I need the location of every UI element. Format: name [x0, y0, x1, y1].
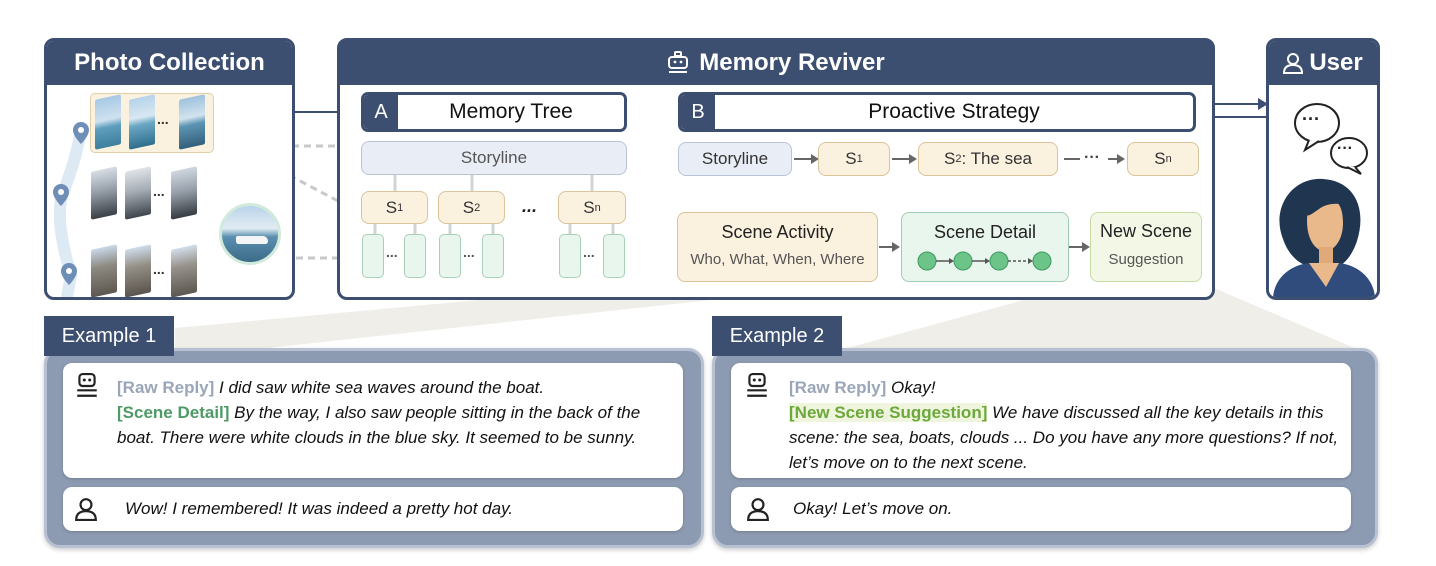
scene-detail-box[interactable]: Scene Detail: [901, 212, 1069, 282]
memory-tree-letter: A: [364, 95, 398, 129]
scene-detail-chain: [917, 251, 1052, 271]
scene-activity-box[interactable]: Scene Activity Who, What, When, Where: [677, 212, 878, 282]
photo-building-1[interactable]: [91, 244, 117, 297]
strategy-dots: ···: [1084, 149, 1100, 166]
new-scene-suggestion-tag: [New Scene Suggestion]: [789, 403, 988, 422]
leaf-dots: ...: [386, 244, 398, 260]
photo-sea-2[interactable]: [129, 94, 155, 150]
photo-sea-3[interactable]: [179, 94, 205, 150]
photo-building-3[interactable]: [171, 244, 197, 297]
photo-statue-3[interactable]: [171, 166, 197, 220]
robot-icon: [77, 373, 97, 397]
location-pin-icon: [61, 263, 77, 285]
photo-collection-title: Photo Collection: [47, 41, 292, 85]
strategy-storyline[interactable]: Storyline: [678, 142, 792, 176]
leaf-dots: ...: [463, 244, 475, 260]
tree-leaf[interactable]: [482, 234, 504, 278]
arrow-icon: [1069, 242, 1090, 252]
tree-leaf[interactable]: [439, 234, 461, 278]
tree-leaf[interactable]: [362, 234, 384, 278]
tree-leaf[interactable]: [404, 234, 426, 278]
scene-detail-text: By the way, I also saw people sitting in…: [117, 403, 641, 447]
proactive-strategy-letter: B: [681, 95, 715, 129]
example-1-user-reply: Wow! I remembered! It was indeed a prett…: [125, 499, 514, 518]
scene-detail-tag: [Scene Detail]: [117, 403, 230, 422]
raw-reply-tag: [Raw Reply]: [117, 378, 215, 397]
raw-reply-text: Okay!: [891, 378, 936, 397]
photo-ellipsis: ...: [153, 183, 165, 199]
bubble-dots-1: ···: [1302, 109, 1320, 129]
photo-ellipsis: ...: [153, 261, 165, 277]
user-header: User: [1269, 41, 1377, 85]
photo-statue-1[interactable]: [91, 166, 117, 220]
memory-tree-label: Memory Tree: [449, 100, 573, 123]
memory-tree-box[interactable]: A Memory Tree: [361, 92, 627, 132]
tree-connectors: [373, 175, 615, 235]
location-pin-icon: [53, 184, 69, 206]
photo-statue-2[interactable]: [125, 166, 151, 220]
location-pin-icon: [73, 122, 89, 144]
scene-activity-title: Scene Activity: [721, 222, 834, 242]
robot-icon: [668, 51, 689, 73]
speech-bubble-icon: [1294, 103, 1368, 175]
example-2-title: Example 2: [712, 316, 842, 356]
new-scene-title: New Scene: [1099, 221, 1193, 241]
memory-reviver-header: Memory Reviver: [340, 41, 1212, 85]
user-avatar: [1273, 178, 1375, 297]
tree-dots: ...: [522, 196, 538, 216]
raw-reply-tag: [Raw Reply]: [789, 378, 887, 397]
memory-tree-storyline[interactable]: Storyline: [361, 141, 627, 175]
dashed-arrow-icon: [1064, 154, 1125, 164]
new-scene-box[interactable]: New Scene Suggestion: [1090, 212, 1202, 282]
memory-reviver-title: Memory Reviver: [699, 49, 885, 76]
user-title: User: [1309, 49, 1363, 76]
arrow-icon: [892, 154, 917, 164]
photo-sea-1[interactable]: [95, 94, 121, 150]
user-icon: [75, 498, 97, 521]
new-scene-subtitle: Suggestion: [1108, 251, 1184, 268]
new-scene-suggestion-text: We have discussed all the key details in…: [789, 403, 1339, 472]
example-1-user-card: Wow! I remembered! It was indeed a prett…: [63, 487, 683, 531]
arrow-icon: [794, 154, 819, 164]
robot-icon: [747, 373, 767, 397]
example-2-user-reply: Okay! Let’s move on.: [793, 499, 953, 518]
example-1-title: Example 1: [44, 316, 174, 356]
example-1-bot-card: [Raw Reply] I did saw white sea waves ar…: [63, 363, 683, 478]
user-icon: [1283, 53, 1304, 74]
photo-building-2[interactable]: [125, 244, 151, 297]
example-2-bot-card: [Raw Reply] Okay! [New Scene Suggestion]…: [731, 363, 1351, 478]
photo-collection-panel: Photo Collection ... ... ...: [44, 38, 295, 300]
user-icon: [747, 498, 769, 521]
example-2-bot-message: [Raw Reply] Okay! [New Scene Suggestion]…: [789, 375, 1341, 475]
tree-leaf[interactable]: [559, 234, 581, 278]
arrow-icon: [879, 242, 900, 252]
user-panel: User ··· ···: [1266, 38, 1380, 300]
example-1-bot-message: [Raw Reply] I did saw white sea waves ar…: [117, 375, 677, 450]
proactive-strategy-box[interactable]: B Proactive Strategy: [678, 92, 1196, 132]
scene-detail-title: Scene Detail: [933, 222, 1037, 242]
scene-activity-subtitle: Who, What, When, Where: [690, 251, 865, 268]
tree-leaf[interactable]: [603, 234, 625, 278]
photo-zoom-boat[interactable]: [219, 203, 281, 265]
raw-reply-text: I did saw white sea waves around the boa…: [219, 378, 545, 397]
bubble-dots-2: ···: [1337, 140, 1353, 157]
example-2-user-card: Okay! Let’s move on.: [731, 487, 1351, 531]
leaf-dots: ...: [583, 244, 595, 260]
proactive-strategy-label: Proactive Strategy: [868, 100, 1040, 123]
photo-ellipsis: ...: [157, 111, 169, 127]
